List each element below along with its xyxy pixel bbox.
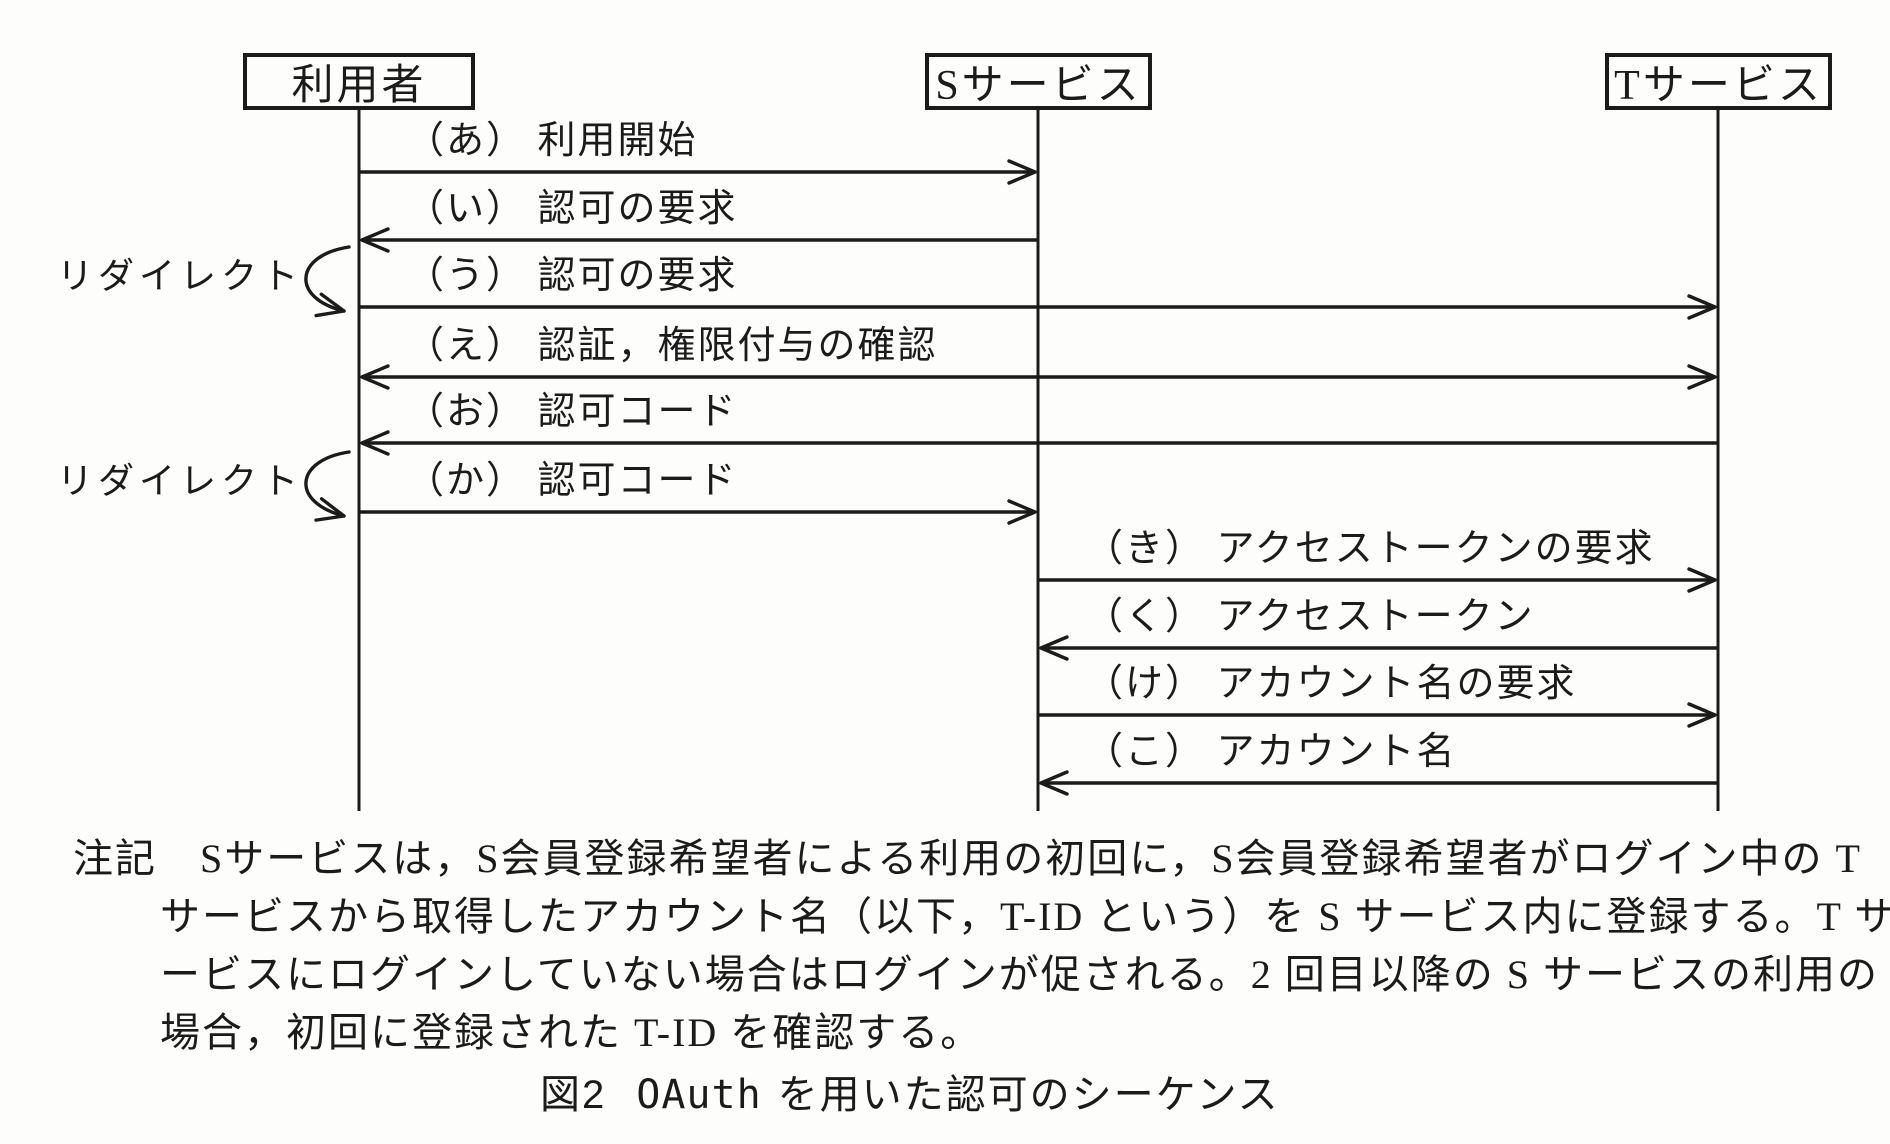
message-label-2: （い） 認可の要求: [406, 188, 738, 230]
note-heading: 注記: [73, 836, 157, 881]
message-label-6: （か） 認可コード: [406, 460, 738, 502]
redirect-arrow-2: [304, 450, 351, 522]
caption-fig-number: 図2: [540, 1073, 607, 1117]
caption-latin: OAuth: [636, 1072, 762, 1118]
note-line: 場合，初回に登録された T-ID を確認する。: [160, 1010, 983, 1055]
actor-box-user: 利用者: [243, 53, 475, 110]
message-label-5: （お） 認可コード: [406, 391, 738, 433]
actor-label: Tサービス: [1614, 63, 1823, 109]
message-label-8: （く） アクセストークン: [1085, 596, 1535, 638]
redirect-label-2: リダイレクト: [57, 461, 304, 501]
message-label-1: （あ） 利用開始: [406, 120, 698, 162]
figure-caption: 図2 OAuth を用いた認可のシーケンス: [540, 1062, 1280, 1120]
message-label-10: （こ） アカウント名: [1085, 731, 1457, 773]
lifelines-group: [357, 110, 1720, 811]
actor-label: Sサービス: [935, 63, 1142, 109]
arrows-group: [304, 159, 1718, 796]
note-line: ービスにログインしていない場合はログインが促される。2 回目以降の S サービス…: [160, 952, 1880, 997]
redirect-arrow-1: [304, 245, 351, 318]
actor-box-t: Tサービス: [1605, 53, 1832, 110]
actor-label: 利用者: [291, 63, 427, 109]
caption-text: を用いた認可のシーケンス: [777, 1073, 1280, 1117]
actor-box-s: Sサービス: [925, 53, 1152, 110]
message-label-9: （け） アカウント名の要求: [1085, 663, 1577, 705]
message-label-4: （え） 認証，権限付与の確認: [406, 325, 938, 367]
redirect-label-1: リダイレクト: [57, 256, 304, 296]
note-line: Sサービスは，S会員登録希望者による利用の初回に，S会員登録希望者がログイン中の…: [200, 836, 1862, 881]
note-line: サービスから取得したアカウント名（以下，T-ID という）を S サービス内に登…: [160, 894, 1890, 939]
message-label-7: （き） アクセストークンの要求: [1085, 528, 1655, 570]
message-label-3: （う） 認可の要求: [406, 255, 738, 297]
